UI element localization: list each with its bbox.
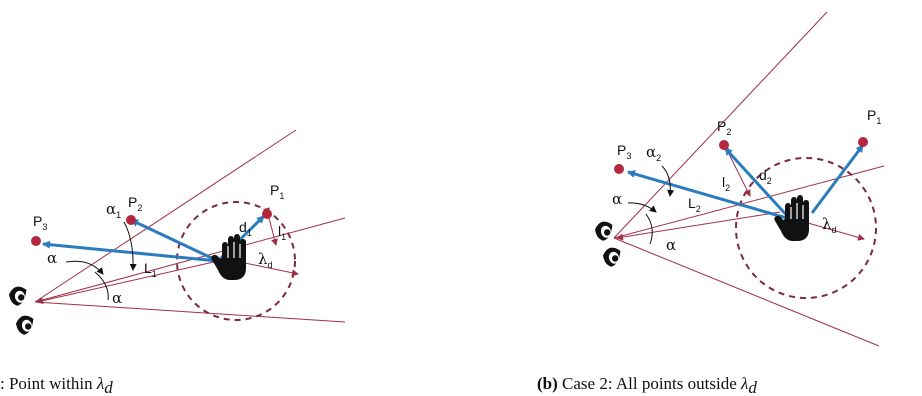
eye-icon: [14, 313, 37, 337]
eye-icon: [7, 284, 30, 308]
alpha1-pointer: [123, 221, 137, 271]
hand-icon: [210, 233, 247, 281]
eye-icon: [601, 245, 624, 269]
label-p3: P3: [33, 213, 47, 232]
label-alpha2: α2: [646, 143, 661, 163]
alpha-arc: [94, 271, 109, 301]
label-d2: d2: [759, 167, 772, 186]
point-p1: [262, 209, 272, 219]
lower-ray: [613, 237, 880, 347]
label-p2: P2: [717, 118, 731, 137]
caption-a: : Point within λd: [0, 374, 113, 396]
label-alpha-angle: α: [112, 289, 122, 307]
vector-p2: [130, 218, 219, 263]
label-l2: l2: [722, 174, 730, 193]
upper-ray: [613, 11, 828, 239]
eye-icon: [593, 219, 616, 243]
alpha-pointer: [627, 202, 657, 213]
center-ray: [34, 217, 346, 303]
point-p3: [31, 236, 41, 246]
label-alpha-angle: α: [666, 236, 676, 254]
label-p1: P1: [270, 182, 284, 201]
label-L2: L2: [688, 195, 701, 214]
point-p2: [719, 140, 729, 150]
panel-b: P1 P2 P3 α α α2 L2 d2 l2 λd (b) Case 2: …: [537, 11, 885, 396]
label-p2: P2: [128, 194, 142, 213]
l2-arrow: [722, 145, 751, 197]
panel-a: P1 P2 P3 α α α1 L1 d1 l1 λd : Point with…: [0, 129, 346, 396]
L2-arrow: [616, 211, 781, 241]
L1-arrow: [36, 260, 219, 305]
lower-ray: [34, 301, 346, 323]
label-d1: d1: [239, 219, 252, 238]
lambda-circle: [735, 157, 877, 299]
point-p2: [126, 215, 136, 225]
point-p3: [614, 164, 624, 174]
vector-p3: [42, 240, 219, 263]
label-alpha: α: [47, 249, 57, 267]
alpha-pointer: [65, 260, 104, 275]
vector-p2: [723, 146, 792, 221]
label-alpha: α: [612, 190, 622, 208]
label-p3: P3: [617, 142, 631, 161]
vector-p1: [810, 144, 865, 214]
lambda-arrow: [807, 222, 865, 241]
label-alpha1: α1: [106, 200, 121, 220]
vector-p3: [627, 170, 791, 221]
center-ray: [613, 165, 885, 239]
point-p1: [858, 137, 868, 147]
hand-icon: [773, 194, 810, 242]
alpha-arc: [645, 213, 653, 245]
lambda-circle: [176, 201, 296, 321]
label-lambda: λd: [258, 250, 273, 270]
lambda-arrow: [239, 261, 299, 277]
label-L1: L1: [144, 260, 157, 279]
label-p1: P1: [867, 107, 881, 126]
l1-arrow: [263, 207, 278, 246]
label-l1: l1: [278, 223, 286, 242]
label-lambda: λd: [822, 215, 837, 235]
caption-b: (b) Case 2: All points outside λd: [537, 374, 757, 396]
alpha2-pointer: [661, 165, 675, 197]
upper-ray: [34, 129, 297, 303]
